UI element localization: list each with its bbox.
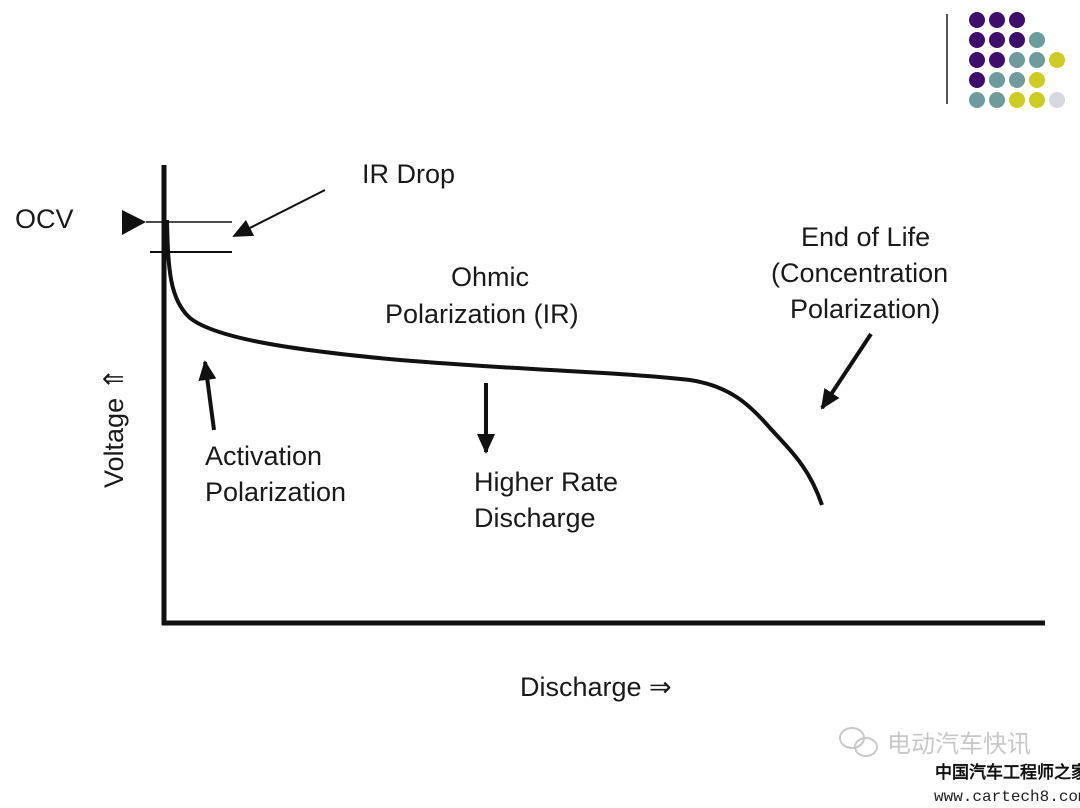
decorative-dot — [1029, 92, 1045, 108]
activation-label-line1: Activation — [205, 441, 322, 471]
y-axis-label: Voltage ⇑ — [99, 368, 129, 488]
decorative-dot — [969, 72, 985, 88]
discharge-curve — [165, 219, 824, 506]
decorative-dot — [989, 92, 1005, 108]
decorative-dot — [989, 72, 1005, 88]
ocv-label: OCV — [15, 204, 74, 234]
activation-label-line2: Polarization — [205, 477, 346, 507]
decorative-dot — [969, 12, 985, 28]
x-axis-label: Discharge ⇒ — [520, 672, 672, 702]
decorative-dot — [989, 32, 1005, 48]
decorative-dot — [1029, 32, 1045, 48]
end-of-life-arrow-icon — [820, 332, 873, 410]
ocv-marker-icon — [122, 210, 146, 235]
decorative-dot — [1029, 52, 1045, 68]
decorative-dot — [1009, 52, 1025, 68]
decorative-dot — [969, 32, 985, 48]
activation-arrow-icon — [198, 360, 217, 431]
end-of-life-label-line3: Polarization) — [790, 294, 940, 324]
watermark-site-name: 中国汽车工程师之家 — [935, 762, 1080, 783]
higher-rate-label-line1: Higher Rate — [474, 467, 618, 497]
decorative-dot — [969, 92, 985, 108]
decorative-dot — [1009, 72, 1025, 88]
decorative-dot — [1009, 32, 1025, 48]
end-of-life-label-line2: (Concentration — [771, 258, 948, 288]
ohmic-label-line2: Polarization (IR) — [385, 299, 579, 329]
end-of-life-label-line1: End of Life — [801, 222, 930, 252]
ir-drop-arrow-icon — [232, 189, 326, 237]
decorative-dot — [969, 52, 985, 68]
wechat-icon — [839, 727, 878, 757]
decorative-dot — [1049, 52, 1065, 68]
watermark-channel: 电动汽车快讯 — [887, 730, 1031, 758]
decorative-dot — [1009, 92, 1025, 108]
ir-drop-label: IR Drop — [362, 159, 455, 189]
decorative-dot — [989, 12, 1005, 28]
ohmic-label-line1: Ohmic — [451, 262, 529, 292]
decorative-dot-grid — [969, 12, 1065, 108]
decorative-dot — [989, 52, 1005, 68]
watermark-url: www.cartech8.com — [934, 788, 1080, 806]
decorative-dot — [1029, 72, 1045, 88]
higher-rate-label-line2: Discharge — [474, 503, 596, 533]
decorative-dot — [1009, 12, 1025, 28]
decorative-dot — [1049, 92, 1065, 108]
